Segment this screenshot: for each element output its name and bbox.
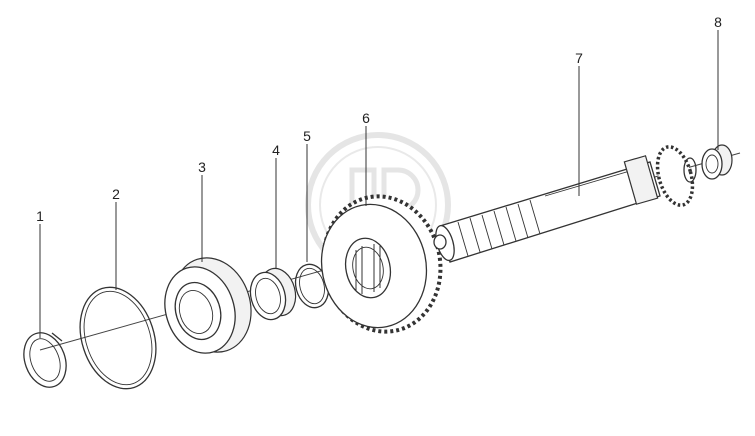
part-7-shaft (433, 145, 697, 263)
callout-8: 8 (714, 14, 722, 30)
callout-5: 5 (303, 128, 311, 144)
part-3-bearing (164, 257, 252, 354)
callout-4: 4 (272, 142, 280, 158)
part-8-bushing (701, 144, 733, 180)
callout-2: 2 (112, 186, 120, 202)
callout-3: 3 (198, 159, 206, 175)
callout-7: 7 (575, 50, 583, 66)
callout-6: 6 (362, 110, 370, 126)
part-1-snap-ring (23, 332, 67, 388)
part-6-gear (320, 194, 443, 334)
part-2-retaining-ring (79, 286, 157, 390)
callout-1: 1 (36, 208, 44, 224)
leader-lines (39, 30, 719, 338)
part-4-spacer (249, 267, 297, 321)
